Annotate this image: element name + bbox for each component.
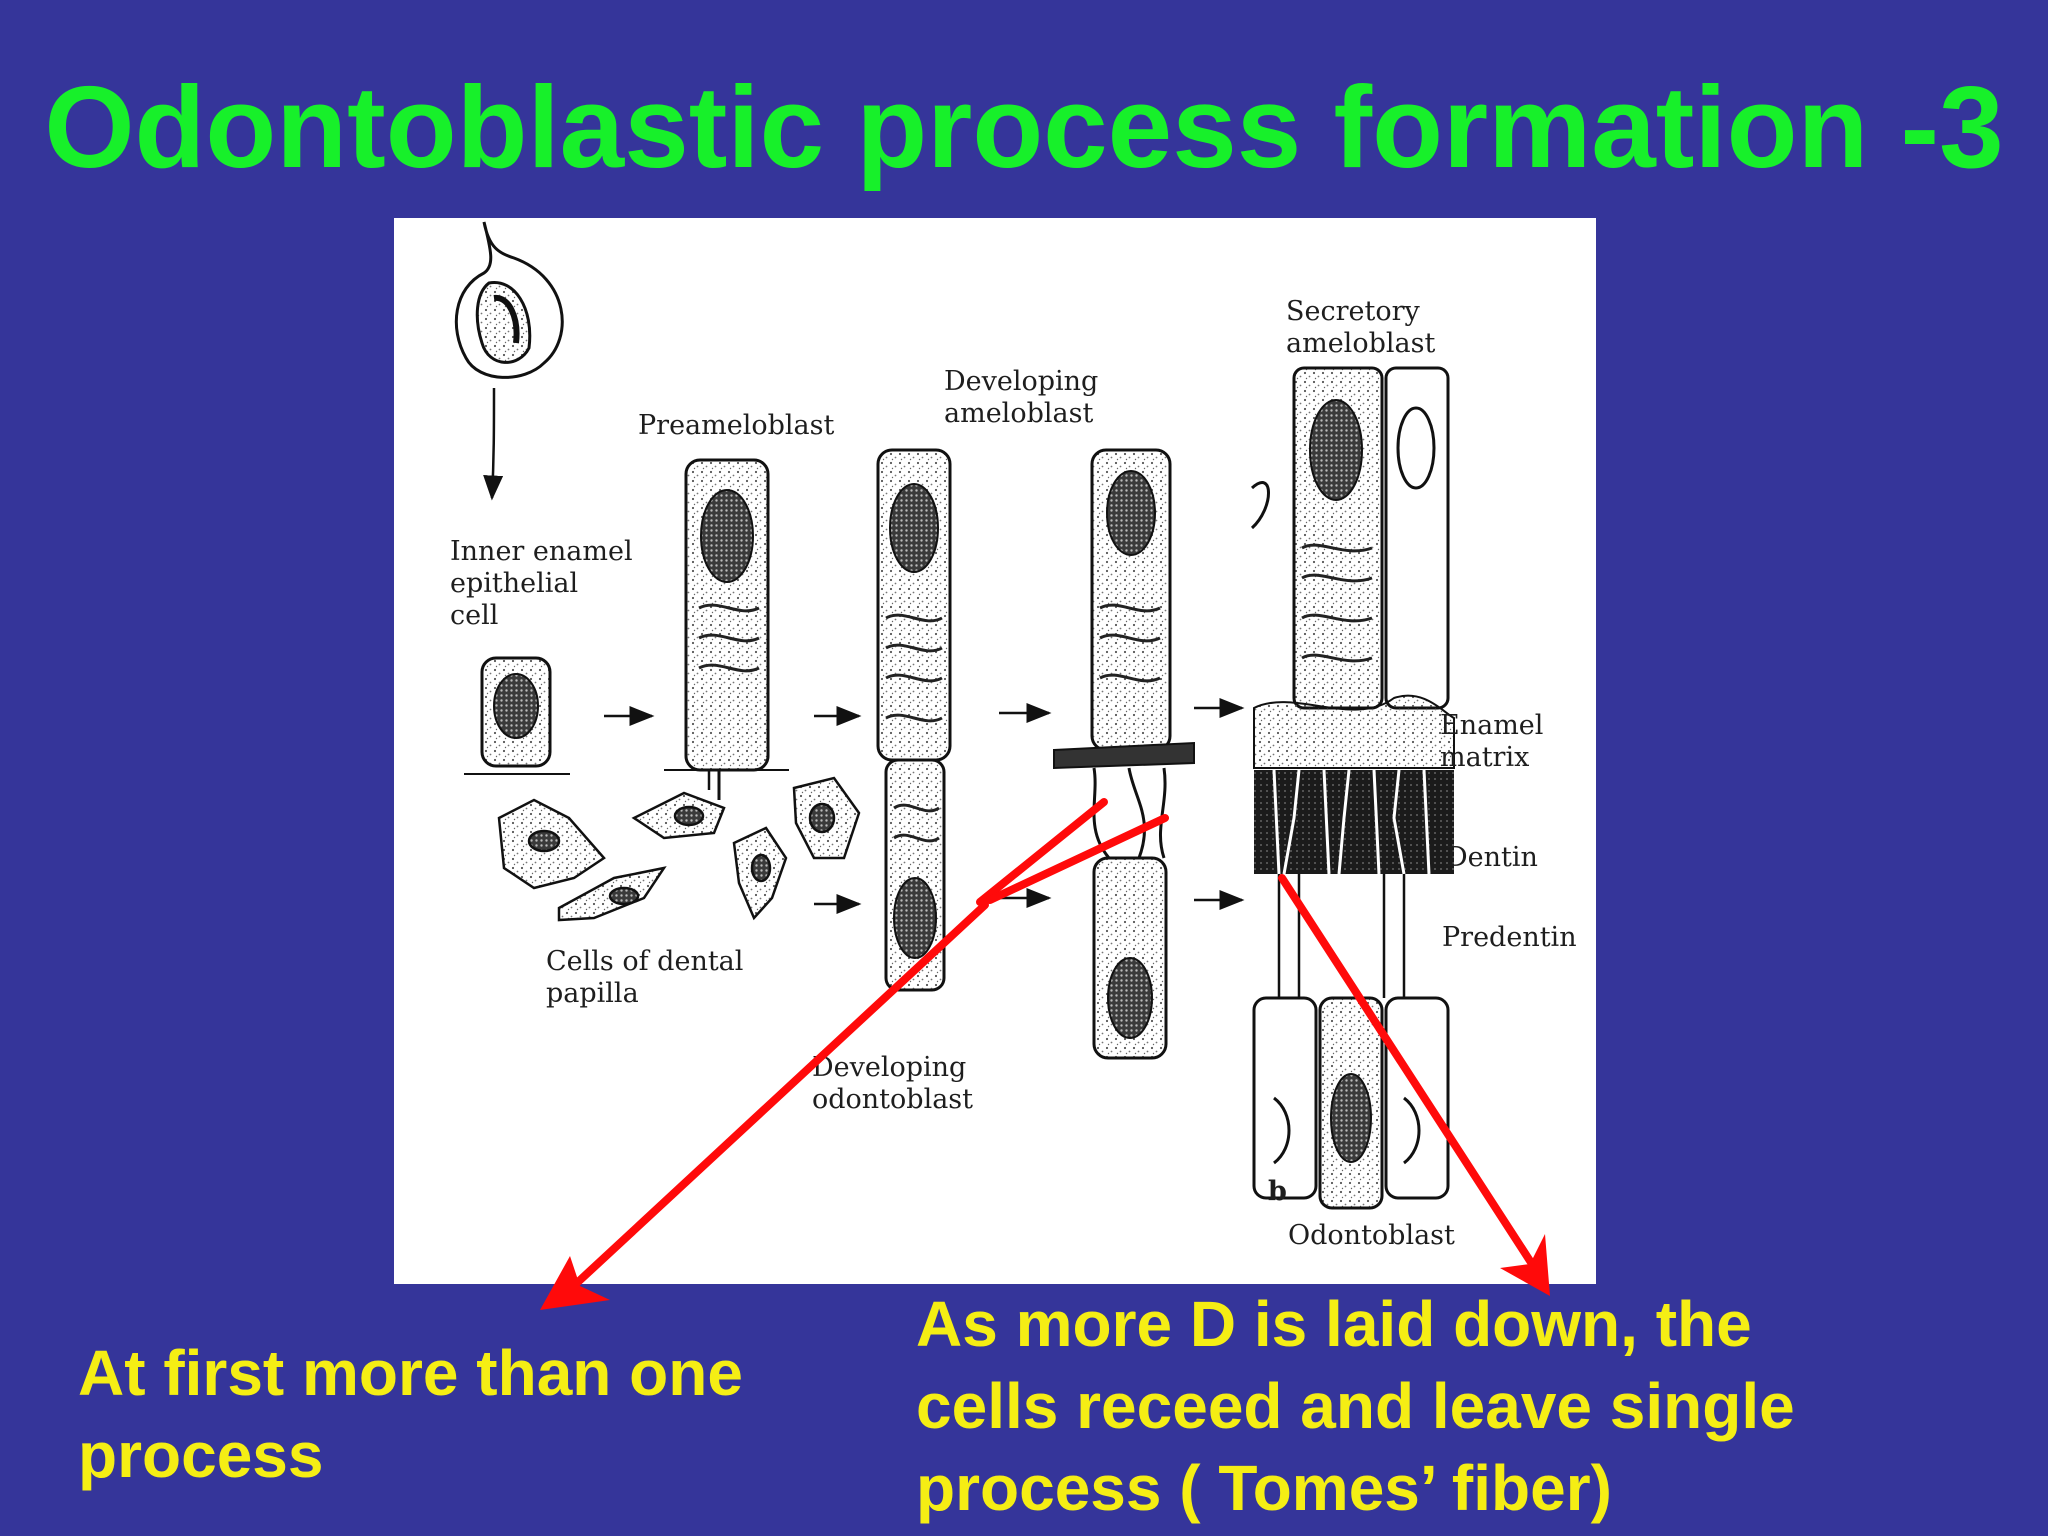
label-predentin: Predentin bbox=[1442, 922, 1577, 953]
caption-right: As more D is laid down, the cells receed… bbox=[916, 1288, 1795, 1524]
tooth-germ-sketch bbox=[454, 221, 564, 501]
left-arrow-lines bbox=[574, 798, 1169, 1286]
right-arrowhead bbox=[1500, 1234, 1550, 1296]
developing-ameloblast-with-processes bbox=[1053, 448, 1195, 1060]
label-cells-of-dental-papilla: Cells of dental papilla bbox=[546, 946, 744, 1009]
label-developing-ameloblast: Developing ameloblast bbox=[944, 366, 1099, 429]
histology-diagram: Secretory ameloblast Developing amelobla… bbox=[394, 218, 1596, 1284]
diagram-drawing bbox=[454, 221, 1455, 1210]
label-preameloblast: Preameloblast bbox=[638, 410, 835, 441]
caption-left: At first more than one process bbox=[78, 1337, 743, 1491]
label-odontoblast: Odontoblast bbox=[1288, 1220, 1455, 1251]
label-dentin: Dentin bbox=[1446, 842, 1538, 873]
developing-ameloblast-column bbox=[876, 448, 952, 992]
label-panel-mark: b bbox=[1268, 1176, 1287, 1207]
slide-title: Odontoblastic process formation -3 bbox=[44, 62, 2004, 192]
right-arrow-line bbox=[1278, 874, 1536, 1268]
stage-arrows bbox=[604, 698, 1245, 914]
dental-papilla-cells bbox=[497, 776, 861, 922]
left-arrowhead bbox=[540, 1256, 610, 1310]
secretory-ameloblast-and-odontoblast bbox=[1250, 366, 1455, 1210]
label-secretory-ameloblast: Secretory ameloblast bbox=[1286, 296, 1436, 359]
inner-enamel-epithelial-cell bbox=[464, 656, 570, 775]
label-inner-enamel-epithelial-cell: Inner enamel epithelial cell bbox=[450, 536, 633, 631]
label-developing-odontoblast: Developing odontoblast bbox=[812, 1052, 974, 1115]
label-enamel-matrix: Enamel matrix bbox=[1440, 710, 1544, 773]
preameloblast-cell bbox=[664, 458, 789, 800]
